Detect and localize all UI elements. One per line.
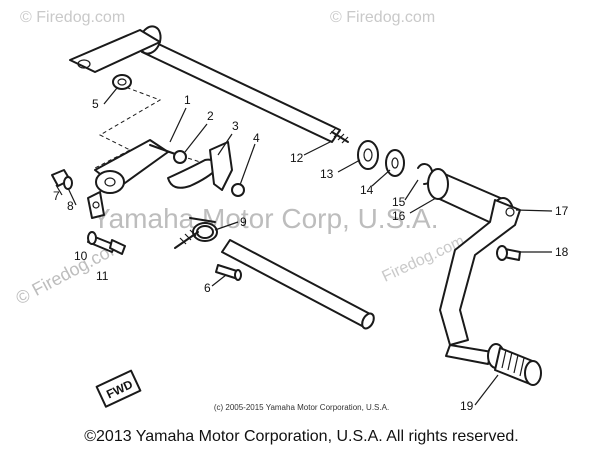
callout-15: 15 bbox=[392, 195, 406, 209]
bolt-parts-7-8 bbox=[51, 169, 73, 190]
copyright-notice: ©2013 Yamaha Motor Corporation, U.S.A. A… bbox=[84, 428, 519, 445]
nut-part-5 bbox=[112, 74, 132, 90]
credit-line: (c) 2005-2015 Yamaha Motor Corporation, … bbox=[213, 403, 390, 412]
callout-10: 10 bbox=[74, 249, 88, 263]
center-watermark: Yamaha Motor Corp, U.S.A. bbox=[92, 203, 439, 234]
pin-part-6 bbox=[215, 264, 242, 281]
callout-3: 3 bbox=[232, 119, 239, 133]
callout-17: 17 bbox=[555, 204, 569, 218]
pin-parts-10-11 bbox=[87, 231, 126, 255]
spring-part-9 bbox=[174, 217, 218, 249]
leader-lines bbox=[55, 87, 553, 406]
callout-9: 9 bbox=[240, 215, 247, 229]
lower-rod bbox=[221, 239, 375, 330]
callout-11: 11 bbox=[96, 269, 109, 283]
corner-watermark-top-right: © Firedog.com bbox=[330, 9, 435, 26]
callout-2: 2 bbox=[207, 109, 214, 123]
callout-18: 18 bbox=[555, 245, 569, 259]
shift-pedal-part-19 bbox=[439, 199, 542, 386]
fwd-stamp: FWD bbox=[95, 369, 142, 408]
callout-4: 4 bbox=[253, 131, 260, 145]
callout-16: 16 bbox=[392, 209, 406, 223]
callout-14: 14 bbox=[360, 183, 374, 197]
corner-watermark-top-left: © Firedog.com bbox=[20, 9, 125, 26]
callout-5: 5 bbox=[92, 97, 99, 111]
callout-19: 19 bbox=[460, 399, 474, 413]
bolt-part-18 bbox=[496, 245, 521, 261]
callout-1: 1 bbox=[184, 93, 191, 107]
shift-arm-assembly bbox=[87, 139, 179, 219]
seal-washer-clip bbox=[357, 140, 434, 186]
callout-12: 12 bbox=[290, 151, 304, 165]
shift-shaft bbox=[69, 25, 349, 144]
small-parts-2-3-4 bbox=[167, 141, 245, 197]
callout-8: 8 bbox=[67, 199, 74, 213]
callout-13: 13 bbox=[320, 167, 334, 181]
callout-7: 7 bbox=[53, 189, 60, 203]
callout-6: 6 bbox=[204, 281, 211, 295]
